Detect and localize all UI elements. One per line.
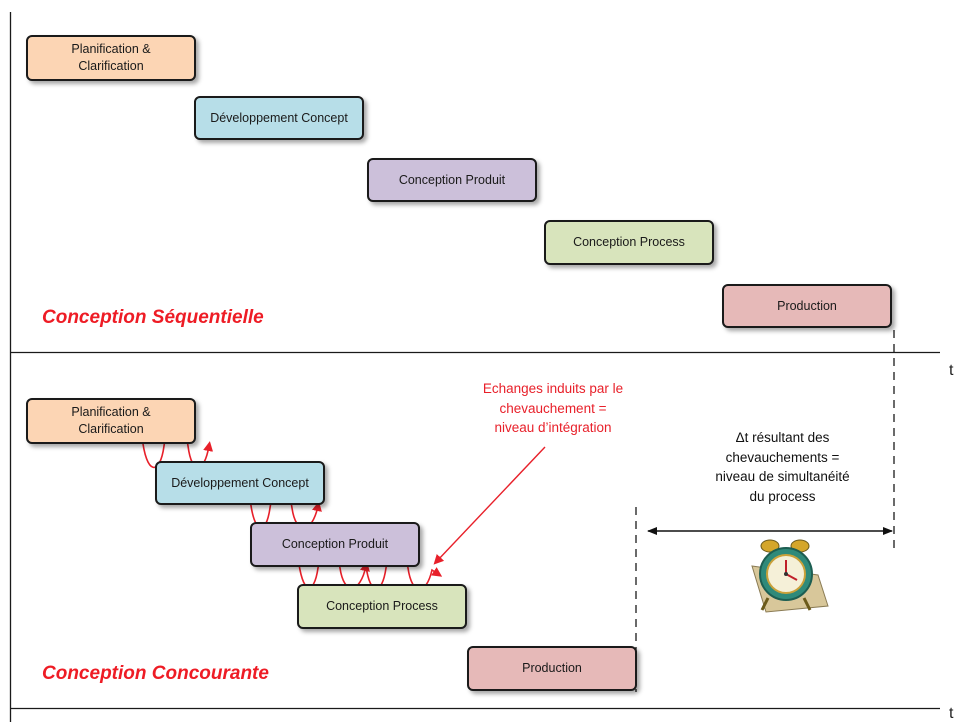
- concurrent-phase-conception-produit: Conception Produit: [250, 522, 420, 567]
- concurrent-phase-developpement: Développement Concept: [155, 461, 325, 505]
- phase-label: Conception Process: [326, 599, 438, 614]
- phase-label: Production: [522, 661, 582, 676]
- concurrent-title: Conception Concourante: [42, 663, 269, 684]
- phase-label: Conception Process: [573, 235, 685, 250]
- sequential-phase-developpement: Développement Concept: [194, 96, 364, 140]
- phase-label: Développement Concept: [210, 110, 348, 125]
- phase-label: Développement Concept: [171, 475, 309, 490]
- sequential-phase-production: Production: [722, 284, 892, 328]
- phase-label: Planification & Clarification: [71, 42, 151, 73]
- concurrent-phase-conception-process: Conception Process: [297, 584, 467, 629]
- phase-label: Production: [777, 298, 837, 313]
- exchanges-note: Echanges induits par le chevauchement = …: [482, 381, 624, 436]
- concurrent-phase-planification: Planification & Clarification: [26, 398, 196, 444]
- exchange-pointer-arrow: [433, 446, 546, 565]
- concurrent-phase-production: Production: [467, 646, 637, 691]
- time-axis-label-top: t: [949, 362, 954, 379]
- phase-label: Conception Produit: [398, 172, 506, 187]
- sequential-phase-planification: Planification & Clarification: [26, 35, 196, 81]
- phase-label: Planification & Clarification: [71, 405, 151, 436]
- phase-label: Conception Produit: [281, 537, 389, 552]
- sequential-title: Conception Séquentielle: [42, 307, 264, 328]
- delta-t-note: Δt résultant des chevauchements = niveau…: [715, 430, 850, 504]
- alarm-clock-icon: [751, 539, 829, 613]
- time-axis-label-bottom: t: [949, 705, 954, 722]
- sequential-phase-conception-produit: Conception Produit: [367, 158, 537, 202]
- sequential-phase-conception-process: Conception Process: [544, 220, 714, 265]
